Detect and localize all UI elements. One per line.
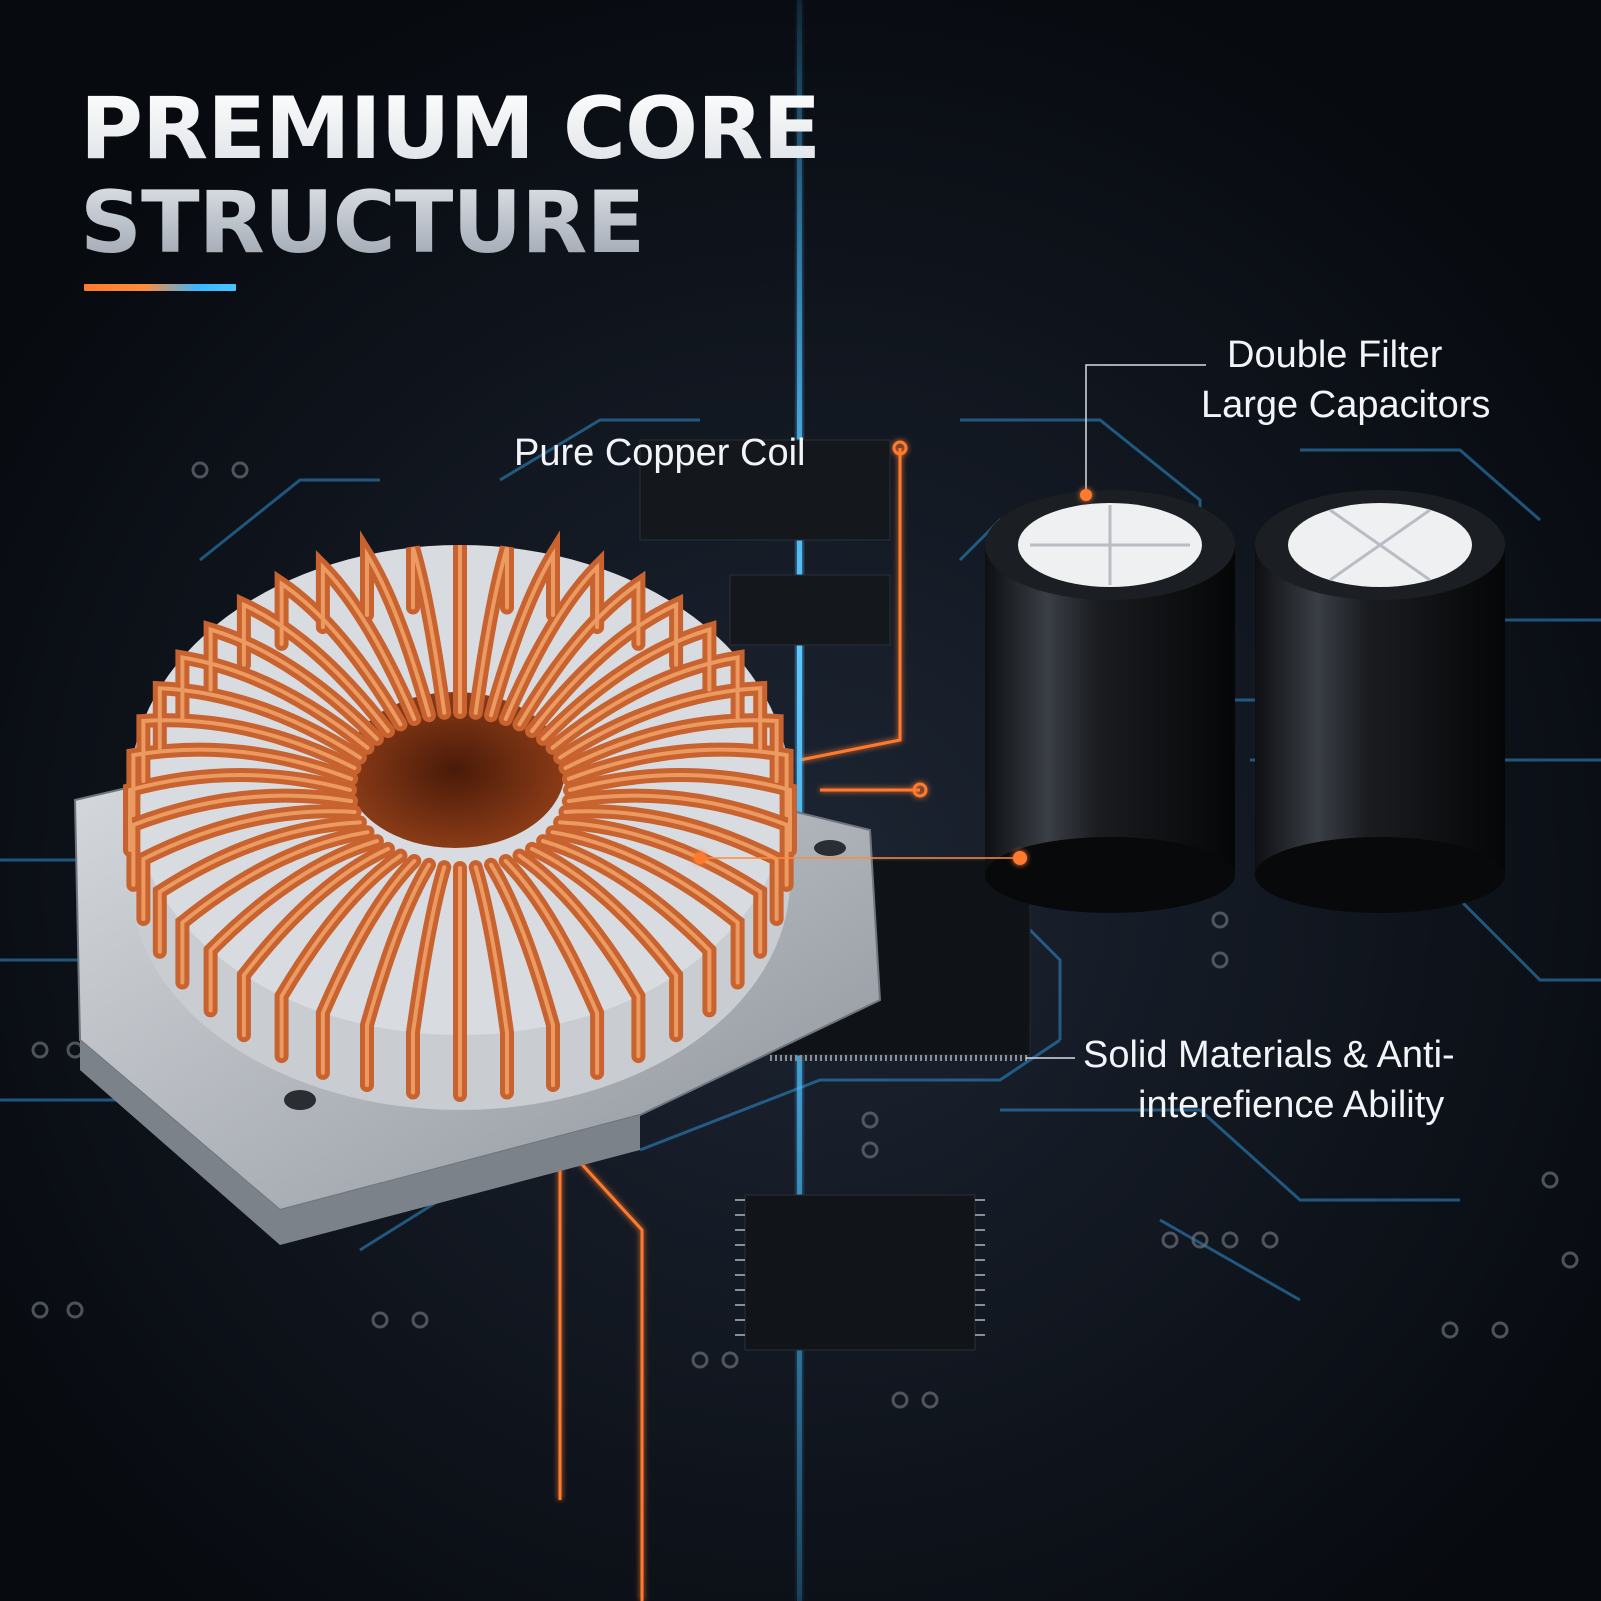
capacitor-right <box>1255 490 1505 913</box>
copper-winding-highlight <box>241 601 390 734</box>
callout-solid-materials: Solid Materials & Anti- interefience Abi… <box>1083 1030 1455 1130</box>
copper-winding-highlight <box>411 546 447 715</box>
copper-winding-highlight <box>365 862 431 1088</box>
copper-winding-highlight <box>503 562 600 721</box>
capacitor-left <box>985 490 1235 913</box>
pcb-vias <box>31 461 1579 1409</box>
copper-winding-highlight <box>131 793 354 887</box>
copper-winding-highlight <box>541 839 712 1013</box>
copper-winding-highlight <box>541 626 712 741</box>
callout-capacitors: Double Filter Large Capacitors <box>1201 330 1490 430</box>
leader-dots <box>694 489 1092 865</box>
copper-winding-highlight <box>180 655 370 750</box>
copper-winding-highlight <box>241 846 390 1038</box>
copper-winding-highlight <box>568 773 792 852</box>
callout-solid-line-1: Solid Materials & Anti- <box>1083 1034 1455 1076</box>
title-accent-bar <box>84 284 236 291</box>
copper-winding-highlight <box>473 865 509 1095</box>
copper-winding-highlight <box>157 820 362 954</box>
copper-winding-highlight <box>550 655 740 750</box>
toroid-coil <box>123 530 797 1110</box>
callout-capacitors-line-1: Double Filter <box>1227 334 1443 376</box>
page-title: PREMIUM CORE STRUCTURE <box>80 82 820 270</box>
copper-winding-highlight <box>473 546 509 715</box>
copper-winding-highlight <box>208 626 379 741</box>
copper-winding-highlight <box>563 809 779 921</box>
copper-winding-highlight <box>320 859 417 1075</box>
copper-winding-highlight <box>279 853 403 1059</box>
copper-winding-highlight <box>517 580 641 727</box>
title-line-1: PREMIUM CORE <box>80 79 821 179</box>
copper-winding-highlight <box>566 747 789 818</box>
copper-winding-highlight <box>530 846 679 1038</box>
copper-winding-highlight <box>141 718 357 783</box>
copper-winding-highlight <box>128 773 352 852</box>
chip-top <box>639 439 891 646</box>
title-line-2: STRUCTURE <box>80 173 645 273</box>
copper-winding-highlight <box>489 547 555 718</box>
callout-copper-coil: Pure Copper Coil <box>514 428 805 478</box>
copper-winding-highlight <box>517 853 641 1059</box>
copper-winding-highlight <box>558 820 763 954</box>
copper-winding-highlight <box>279 580 403 727</box>
copper-winding-highlight <box>411 865 447 1095</box>
copper-winding-highlight <box>131 747 354 818</box>
copper-winding-highlight <box>489 862 555 1088</box>
copper-winding-highlight <box>365 547 431 718</box>
chip-bottom <box>735 1194 985 1351</box>
copper-winding-highlight <box>208 839 379 1013</box>
callout-copper-coil-label: Pure Copper Coil <box>514 432 806 474</box>
callout-leaders <box>700 364 1206 1059</box>
callout-solid-line-2: interefience Ability <box>1138 1084 1445 1126</box>
copper-winding-highlight <box>550 830 740 985</box>
leader-capacitors <box>1085 364 1206 495</box>
copper-winding-highlight <box>320 562 417 721</box>
copper-winding-highlight <box>530 601 679 734</box>
copper-winding-highlight <box>563 718 779 783</box>
copper-winding-highlight <box>558 686 763 760</box>
callout-capacitors-line-2: Large Capacitors <box>1201 384 1491 426</box>
copper-winding-highlight <box>157 686 362 760</box>
copper-winding-highlight <box>141 809 357 921</box>
copper-winding-highlight <box>180 830 370 985</box>
copper-winding-highlight <box>566 793 789 887</box>
copper-winding-highlight <box>503 859 600 1075</box>
blue-light-beam <box>797 0 802 1601</box>
